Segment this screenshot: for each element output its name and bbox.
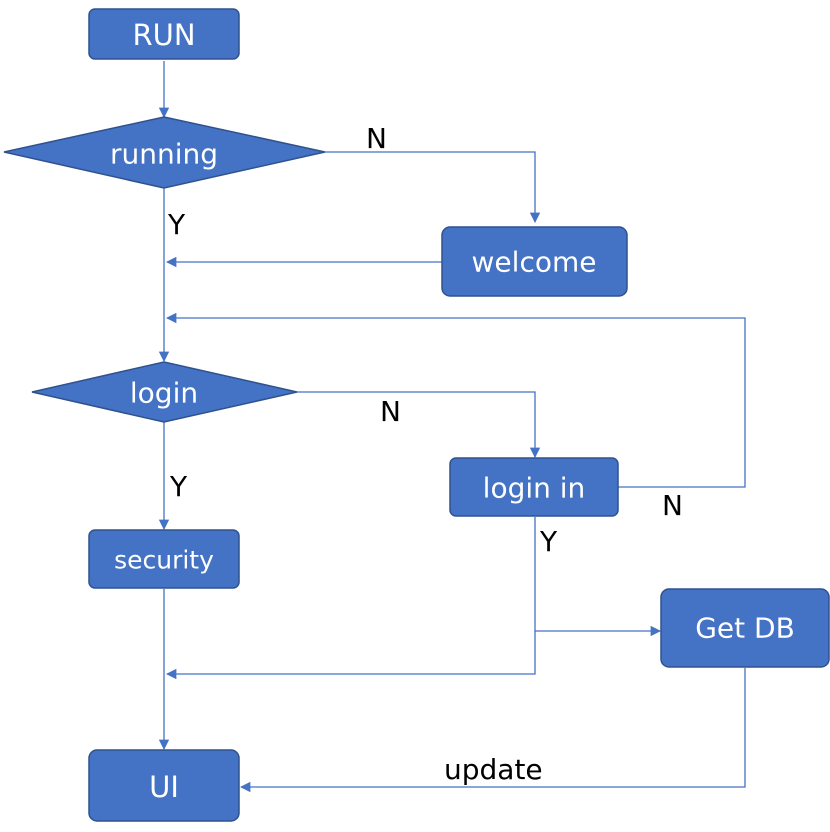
running-diamond	[3, 116, 326, 189]
ui-label: UI	[149, 770, 179, 804]
login-in-no-label: N	[662, 489, 683, 522]
node-get-db: Get DB	[660, 588, 830, 668]
login-in-label: login in	[483, 472, 586, 505]
node-login-in: login in	[449, 457, 619, 517]
edge-labels: N Y N Y N Y update	[167, 122, 683, 786]
node-welcome: welcome	[441, 226, 628, 297]
welcome-label: welcome	[472, 246, 597, 279]
node-security: security	[88, 529, 240, 589]
edge-get-db-update-to-ui	[239, 668, 746, 793]
login-diamond	[31, 361, 298, 423]
running-yes-label: Y	[167, 208, 186, 241]
edge-login-in-no-loop	[165, 312, 746, 488]
login-yes-label: Y	[169, 470, 188, 503]
run-box	[88, 8, 240, 60]
edges	[158, 61, 746, 793]
login-in-box	[449, 457, 619, 517]
get-db-label: Get DB	[695, 612, 795, 645]
node-login: login	[31, 361, 298, 423]
node-ui: UI	[88, 749, 240, 822]
run-label: RUN	[132, 18, 195, 52]
node-running: running	[3, 116, 326, 189]
login-label: login	[130, 377, 198, 410]
ui-box	[88, 749, 240, 822]
edge-login-in-yes-return	[165, 517, 536, 680]
security-label: security	[114, 546, 214, 575]
edge-login-no-to-login-in	[297, 391, 541, 459]
update-label: update	[444, 753, 543, 786]
get-db-box	[660, 588, 830, 668]
running-no-label: N	[366, 122, 387, 155]
edge-running-no-to-welcome	[325, 151, 541, 224]
node-run: RUN	[88, 8, 240, 60]
login-no-label: N	[380, 395, 401, 428]
login-in-yes-label: Y	[539, 525, 558, 558]
welcome-box	[441, 226, 628, 297]
running-label: running	[110, 138, 218, 171]
security-box	[88, 529, 240, 589]
